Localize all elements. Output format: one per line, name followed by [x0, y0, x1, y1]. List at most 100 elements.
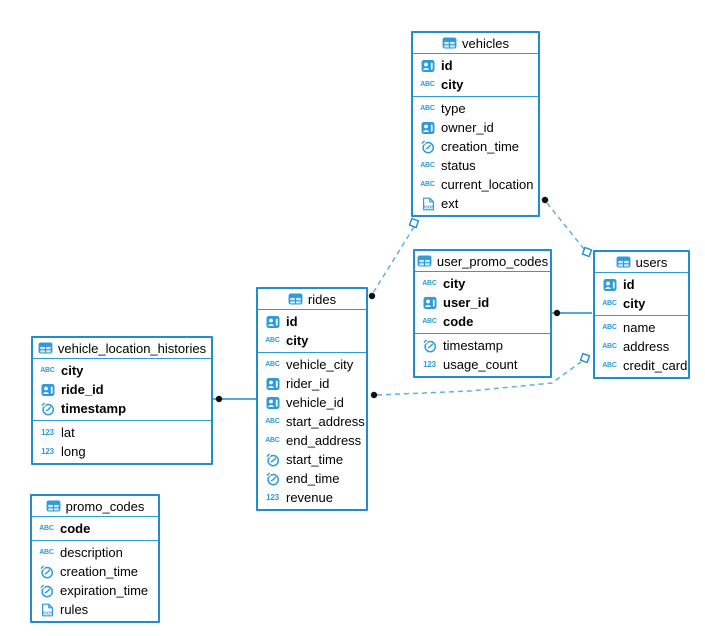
cardinality-diamond	[579, 352, 591, 364]
table-icon	[38, 342, 53, 354]
field-row[interactable]: ABC city	[413, 75, 538, 94]
id-type-icon	[421, 296, 438, 310]
table-promo-codes[interactable]: promo_codes ABC code ABC description cre…	[30, 494, 160, 623]
text-type-icon: ABC	[39, 549, 54, 556]
field-row[interactable]: ABC city	[33, 361, 211, 380]
field-name: address	[623, 339, 670, 354]
cardinality-diamond	[408, 217, 420, 229]
text-type-icon: ABC	[602, 343, 617, 350]
field-name: usage_count	[443, 357, 518, 372]
field-name: id	[623, 277, 635, 292]
fields-section: ABC vehicle_city rider_id vehicle_id ABC…	[258, 352, 366, 509]
field-row[interactable]: rules	[32, 600, 158, 619]
field-name: id	[286, 314, 298, 329]
text-type-icon: ABC	[422, 318, 437, 325]
id-type-icon	[264, 396, 281, 410]
field-row[interactable]: timestamp	[415, 336, 550, 355]
time-type-icon	[38, 584, 55, 598]
field-row[interactable]: ABC type	[413, 99, 538, 118]
field-row[interactable]: creation_time	[413, 137, 538, 156]
text-type-icon: ABC	[420, 105, 435, 112]
cardinality-dot	[541, 196, 549, 204]
field-row[interactable]: ABC code	[32, 519, 158, 538]
field-row[interactable]: ABC name	[595, 318, 688, 337]
table-header[interactable]: rides	[258, 289, 366, 310]
table-rides[interactable]: rides id ABC city ABC vehicle_city rider…	[256, 287, 368, 511]
table-header[interactable]: user_promo_codes	[415, 251, 550, 272]
field-name: id	[441, 58, 453, 73]
field-row[interactable]: start_time	[258, 450, 366, 469]
field-name: city	[441, 77, 464, 92]
text-type-icon: ABC	[39, 525, 54, 532]
table-vehicles[interactable]: vehicles id ABC city ABC type owner_id	[411, 31, 540, 217]
table-header[interactable]: users	[595, 252, 688, 273]
field-row[interactable]: ABC vehicle_city	[258, 355, 366, 374]
json-type-icon	[38, 603, 55, 617]
field-row[interactable]: 123 long	[33, 442, 211, 461]
field-row[interactable]: user_id	[415, 293, 550, 312]
table-user-promo-codes[interactable]: user_promo_codes ABC city user_id ABC co…	[413, 249, 552, 378]
field-row[interactable]: ABC code	[415, 312, 550, 331]
text-type-icon: ABC	[602, 362, 617, 369]
table-users[interactable]: users id ABC city ABC name ABC address A…	[593, 250, 690, 379]
fields-section: ABC type owner_id creation_time ABC stat…	[413, 96, 538, 215]
field-name: city	[443, 276, 466, 291]
field-name: lat	[61, 425, 75, 440]
field-name: current_location	[441, 177, 534, 192]
text-type-icon: ABC	[602, 300, 617, 307]
table-header[interactable]: promo_codes	[32, 496, 158, 517]
cardinality-dot	[368, 292, 376, 300]
time-type-icon	[419, 140, 436, 154]
table-header[interactable]: vehicle_location_histories	[33, 338, 211, 359]
table-icon	[288, 293, 303, 305]
field-row[interactable]: owner_id	[413, 118, 538, 137]
field-row[interactable]: expiration_time	[32, 581, 158, 600]
field-row[interactable]: 123 revenue	[258, 488, 366, 507]
id-type-icon	[419, 59, 436, 73]
field-row[interactable]: ABC credit_card	[595, 356, 688, 375]
field-row[interactable]: ABC status	[413, 156, 538, 175]
table-icon	[417, 255, 432, 267]
field-row[interactable]: ABC address	[595, 337, 688, 356]
primary-key-section: id ABC city	[595, 273, 688, 315]
number-type-icon: 123	[423, 360, 436, 369]
field-name: revenue	[286, 490, 333, 505]
field-row[interactable]: vehicle_id	[258, 393, 366, 412]
field-name: start_time	[286, 452, 344, 467]
field-row[interactable]: ABC city	[595, 294, 688, 313]
field-name: description	[60, 545, 123, 560]
field-name: creation_time	[441, 139, 520, 154]
table-name: promo_codes	[65, 498, 145, 514]
field-row[interactable]: rider_id	[258, 374, 366, 393]
id-type-icon	[419, 121, 436, 135]
id-type-icon	[601, 278, 618, 292]
table-vehicle-location-histories[interactable]: vehicle_location_histories ABC city ride…	[31, 336, 213, 465]
field-row[interactable]: id	[258, 312, 366, 331]
table-name: users	[635, 254, 668, 270]
table-name: rides	[307, 291, 337, 307]
id-type-icon	[264, 377, 281, 391]
field-row[interactable]: creation_time	[32, 562, 158, 581]
field-row[interactable]: ABC current_location	[413, 175, 538, 194]
text-type-icon: ABC	[602, 324, 617, 331]
field-row[interactable]: ABC description	[32, 543, 158, 562]
field-row[interactable]: timestamp	[33, 399, 211, 418]
table-header[interactable]: vehicles	[413, 33, 538, 54]
relationship-line-vehicles-users	[546, 202, 585, 250]
fields-section: ABC description creation_time expiration…	[32, 540, 158, 621]
field-row[interactable]: id	[413, 56, 538, 75]
field-row[interactable]: end_time	[258, 469, 366, 488]
field-name: end_time	[286, 471, 340, 486]
field-row[interactable]: ABC end_address	[258, 431, 366, 450]
field-name: owner_id	[441, 120, 494, 135]
field-row[interactable]: id	[595, 275, 688, 294]
cardinality-dot	[370, 391, 378, 399]
field-name: credit_card	[623, 358, 688, 373]
field-row[interactable]: ABC start_address	[258, 412, 366, 431]
field-row[interactable]: ABC city	[258, 331, 366, 350]
field-row[interactable]: ext	[413, 194, 538, 213]
field-row[interactable]: ride_id	[33, 380, 211, 399]
field-row[interactable]: 123 usage_count	[415, 355, 550, 374]
field-row[interactable]: ABC city	[415, 274, 550, 293]
field-row[interactable]: 123 lat	[33, 423, 211, 442]
